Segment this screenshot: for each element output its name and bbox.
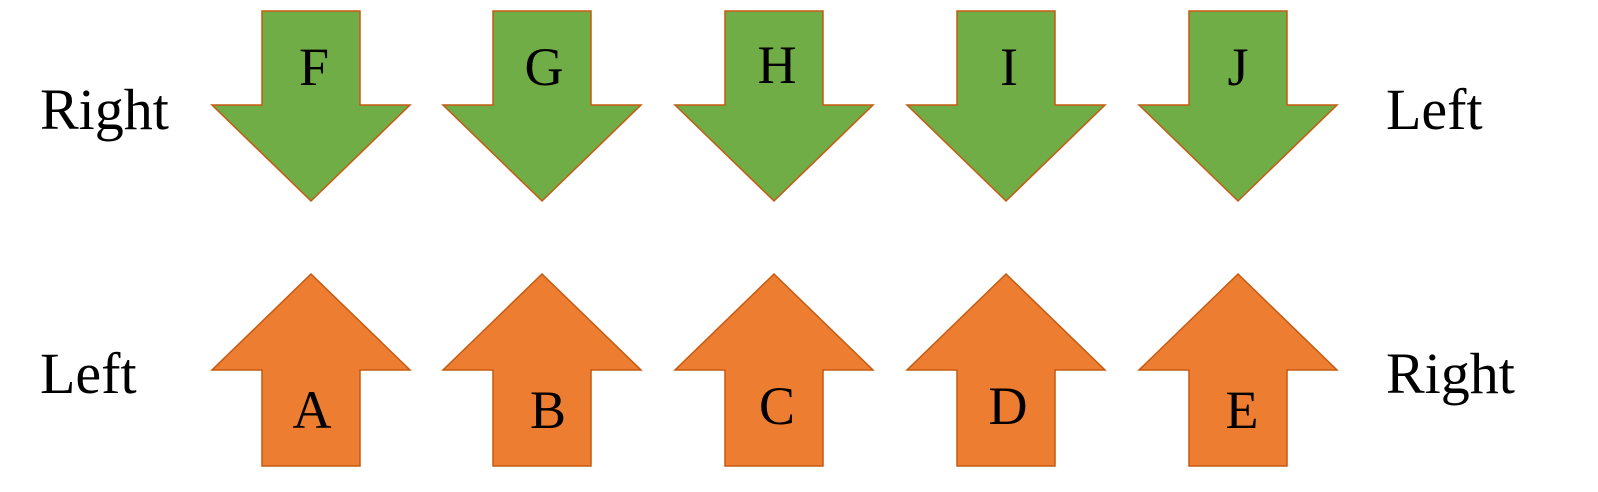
arrow-letter: H	[758, 35, 797, 95]
down-arrow: J	[1137, 10, 1339, 203]
arrow-letter: A	[293, 380, 332, 440]
arrow-letter: I	[1000, 37, 1018, 97]
down-arrow-shape	[210, 10, 412, 203]
down-arrow: F	[210, 10, 412, 203]
down-arrow-shape	[1137, 10, 1339, 203]
down-arrow: H	[673, 10, 875, 203]
up-arrow: C	[673, 272, 875, 467]
bottom-row-left-label: Left	[40, 341, 137, 406]
up-arrow-shape	[1137, 272, 1339, 467]
bottom-arrow-row: A B C D E	[210, 272, 1339, 467]
arrow-letter: E	[1226, 380, 1259, 440]
up-arrow: B	[441, 272, 643, 467]
up-arrow: E	[1137, 272, 1339, 467]
down-arrow-shape	[673, 10, 875, 203]
down-arrow-shape	[905, 10, 1107, 203]
up-arrow-shape	[905, 272, 1107, 467]
arrow-letter: B	[530, 380, 566, 440]
top-row-left-label: Right	[40, 77, 169, 142]
down-arrow-shape	[441, 10, 643, 203]
bottom-row-right-label: Right	[1386, 341, 1515, 406]
arrow-letter: C	[759, 376, 795, 436]
up-arrow: A	[210, 272, 412, 467]
up-arrow-shape	[673, 272, 875, 467]
down-arrow: G	[441, 10, 643, 203]
up-arrow-shape	[441, 272, 643, 467]
arrow-letter: D	[989, 376, 1028, 436]
top-row-right-label: Left	[1386, 77, 1483, 142]
up-arrow: D	[905, 272, 1107, 467]
down-arrow: I	[905, 10, 1107, 203]
arrow-letter: G	[525, 37, 564, 97]
top-arrow-row: F G H I J	[210, 10, 1339, 203]
up-arrow-shape	[210, 272, 412, 467]
arrow-letter: F	[299, 37, 329, 97]
arrow-letter: J	[1227, 37, 1248, 97]
